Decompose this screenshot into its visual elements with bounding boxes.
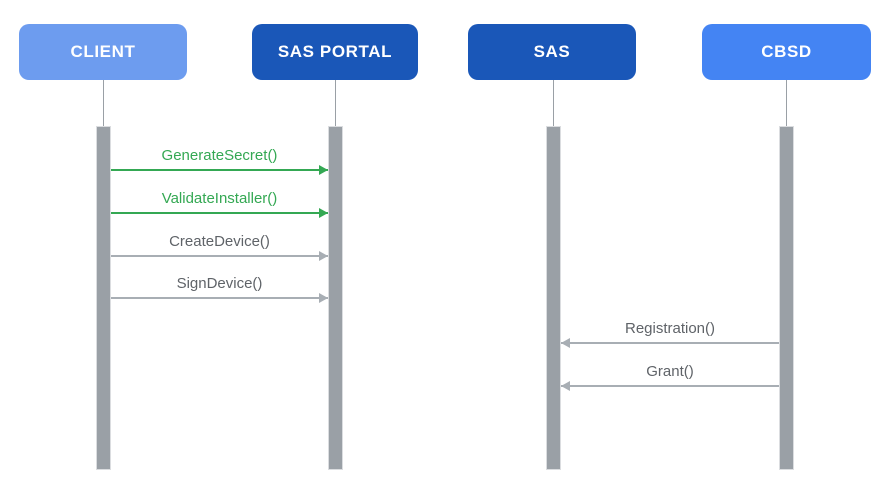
activation-bar-sas-portal [328,126,343,470]
activation-bar-sas [546,126,561,470]
message-arrow-line [561,381,779,391]
arrow-right-icon [319,208,328,218]
message-arrow-line [111,165,328,175]
arrow-right-icon [319,293,328,303]
message-arrow-line [561,338,779,348]
message-label: SignDevice() [176,275,263,292]
message-arrow-line [111,293,328,303]
actor-box-sas: SAS [468,24,636,80]
message-create-device: CreateDevice() [111,233,328,261]
arrow-left-icon [561,381,570,391]
message-sign-device: SignDevice() [111,275,328,303]
message-arrow-line [111,208,328,218]
arrow-right-icon [319,251,328,261]
actor-box-sas-portal: SAS PORTAL [252,24,418,80]
actor-box-cbsd: CBSD [702,24,871,80]
message-generate-secret: GenerateSecret() [111,147,328,175]
lifeline-sas-portal [335,80,336,126]
message-registration: Registration() [561,320,779,348]
message-arrow-line [111,251,328,261]
activation-bar-cbsd [779,126,794,470]
message-label: ValidateInstaller() [161,190,278,207]
message-label: CreateDevice() [169,233,270,250]
message-grant: Grant() [561,363,779,391]
message-label: GenerateSecret() [161,147,278,164]
message-label: Grant() [646,363,694,380]
activation-bar-client [96,126,111,470]
lifeline-sas [553,80,554,126]
arrow-left-icon [561,338,570,348]
lifeline-cbsd [786,80,787,126]
message-label: Registration() [624,320,716,337]
message-validate-installer: ValidateInstaller() [111,190,328,218]
arrow-right-icon [319,165,328,175]
lifeline-client [103,80,104,126]
actor-box-client: CLIENT [19,24,187,80]
